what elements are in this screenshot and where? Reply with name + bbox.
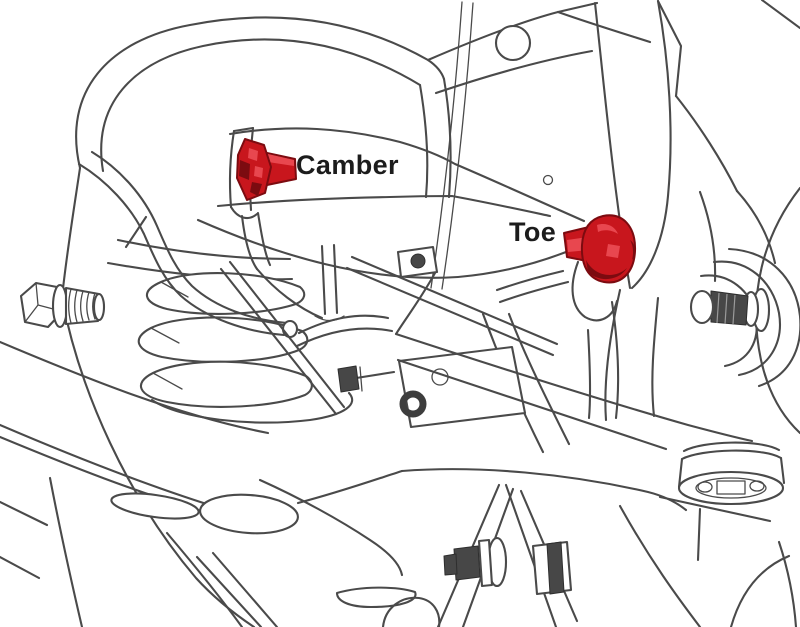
left-bolt-lines bbox=[19, 281, 106, 329]
coil-spring-lines bbox=[137, 272, 354, 424]
frame-body-lines bbox=[60, 0, 800, 627]
arm-oval-hole bbox=[199, 493, 299, 535]
strut-bracket-hole bbox=[494, 24, 532, 62]
camber-cam-bolt-highlight-icon bbox=[236, 138, 297, 201]
camber-label: Camber bbox=[296, 150, 399, 180]
bushing-mount-lines bbox=[618, 441, 798, 627]
knuckle-hub-lines bbox=[674, 94, 800, 435]
arm-slot-hole bbox=[110, 492, 200, 520]
center-bracket-lines bbox=[295, 245, 754, 451]
toe-cam-bolt-highlight-icon bbox=[563, 214, 637, 284]
toe-label: Toe bbox=[509, 217, 557, 247]
